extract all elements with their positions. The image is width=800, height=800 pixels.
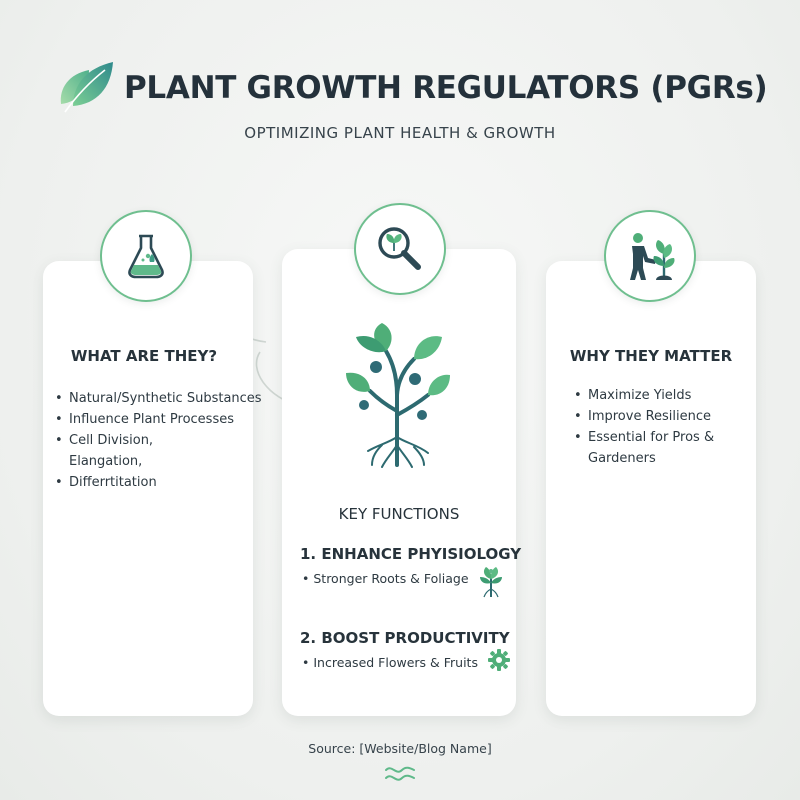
card-key-functions: KEY FUNCTIONS 1. ENHANCE PHYISIOLOGY • S…: [282, 249, 521, 716]
card-what-are-they: WHAT ARE THEY? Natural/Synthetic Substan…: [43, 261, 262, 716]
bullet-list: Differrtitation: [55, 472, 157, 493]
gardener-badge: [604, 210, 696, 302]
magnifier-badge: [354, 203, 446, 295]
bullet-list: Maximize Yields Improve Resilience Essen…: [574, 385, 714, 448]
function-bullet-text: Stronger Roots & Foliage: [313, 571, 469, 586]
plant-with-roots-icon: [346, 323, 450, 468]
list-item: Natural/Synthetic Substances: [55, 388, 262, 409]
card-why-they-matter: WHY THEY MATTER Maximize Yields Improve …: [546, 261, 756, 716]
card-title: WHY THEY MATTER: [569, 347, 733, 365]
list-item: Improve Resilience: [574, 406, 714, 427]
function-heading-2: 2. BOOST PRODUCTIVITY: [300, 629, 510, 647]
card-title: WHAT ARE THEY?: [70, 347, 218, 365]
magnifier-leaf-icon: [378, 227, 421, 270]
sprout-roots-icon: [480, 567, 502, 598]
function-bullet-1: • Stronger Roots & Foliage: [302, 571, 469, 586]
page-title: PLANT GROWTH REGULATORS (PGRs): [124, 70, 768, 106]
list-item-continuation: Elangation,: [69, 454, 143, 469]
flask-badge: [100, 210, 192, 302]
function-bullet-text: Increased Flowers & Fruits: [313, 655, 478, 670]
list-item: Essential for Pros &: [574, 427, 714, 448]
function-bullet-2: • Increased Flowers & Fruits: [302, 655, 478, 670]
wave-icon: [385, 766, 415, 781]
list-item: Influence Plant Processes: [55, 409, 262, 430]
list-item: Maximize Yields: [574, 385, 714, 406]
gear-icon: [488, 649, 510, 671]
list-item-continuation: Gardeners: [588, 451, 656, 466]
gardener-icon: [630, 233, 675, 280]
flask-icon: [128, 234, 164, 279]
bullet-list: Natural/Synthetic Substances Influence P…: [55, 388, 262, 451]
card-title: KEY FUNCTIONS: [338, 505, 460, 523]
leaf-icon: [60, 62, 113, 113]
page-subtitle: OPTIMIZING PLANT HEALTH & GROWTH: [244, 124, 556, 142]
list-item: Cell Division,: [55, 430, 262, 451]
source-credit: Source: [Website/Blog Name]: [308, 741, 492, 756]
function-heading-1: 1. ENHANCE PHYISIOLOGY: [300, 545, 522, 563]
list-item: Differrtitation: [55, 472, 157, 493]
